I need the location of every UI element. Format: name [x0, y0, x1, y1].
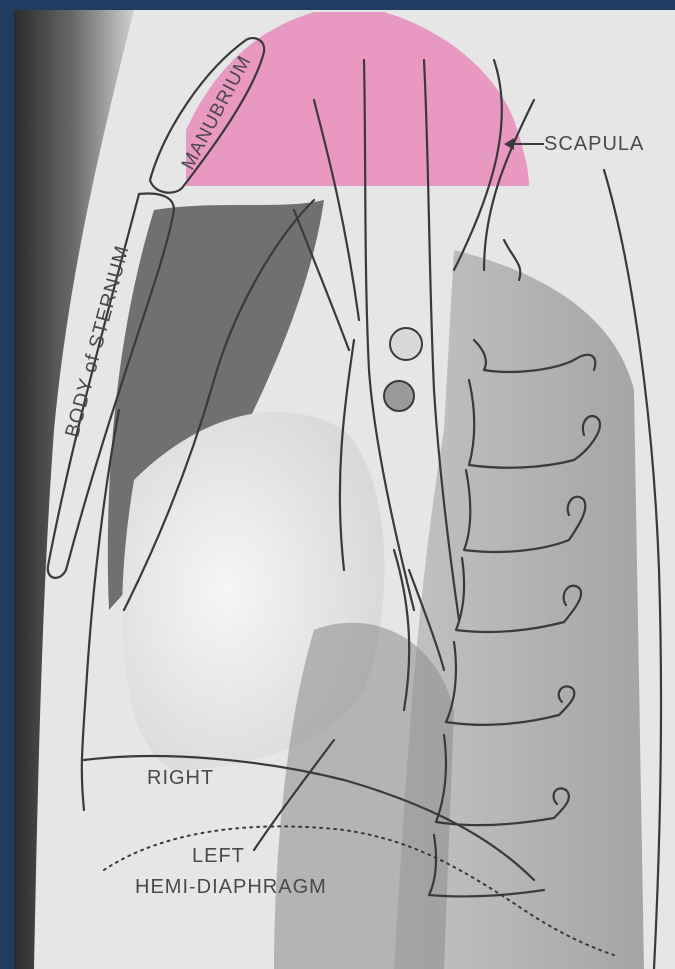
- hemi-diaphragm-label: HEMI-DIAPHRAGM: [135, 876, 327, 899]
- left-label: LEFT: [192, 845, 245, 868]
- scapula-label: SCAPULA: [544, 133, 644, 156]
- right-label: RIGHT: [147, 767, 214, 790]
- lateral-chest-radiograph: SCAPULA MANUBRIUM BODY of STERNUM RIGHT …: [14, 10, 675, 969]
- bronchus-circle-lower: [384, 381, 414, 411]
- bronchus-circle-upper: [390, 328, 422, 360]
